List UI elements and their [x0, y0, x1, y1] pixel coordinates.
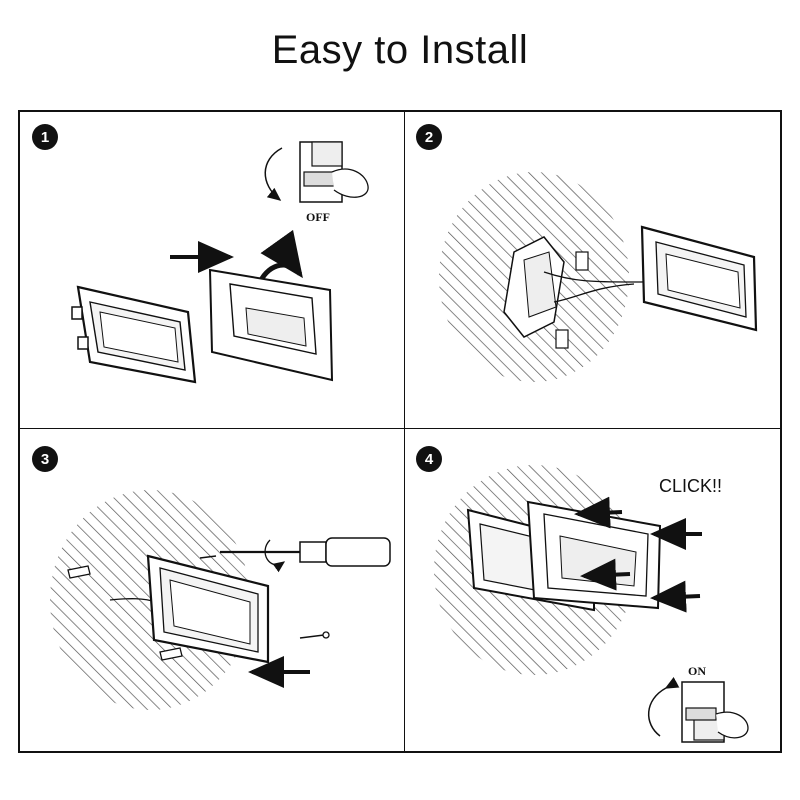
step-2-badge: 2	[416, 124, 442, 150]
fixture-cover-icon	[208, 268, 334, 382]
step-1-panel: 1 OFF	[20, 112, 402, 426]
fixture-base-icon	[640, 225, 758, 332]
wire-nut-icon	[555, 329, 569, 349]
light-switch-off-icon	[264, 141, 369, 203]
screw-icon	[199, 555, 330, 639]
page-title: Easy to Install	[271, 28, 529, 72]
rotate-arrow-icon	[257, 229, 303, 284]
step-2-panel: 2	[404, 112, 780, 426]
switch-on-label: ON	[688, 664, 706, 678]
step-4-panel: 4 CLICK!! ON	[404, 430, 780, 752]
screwdriver-icon	[220, 537, 391, 573]
step-3-illustration	[50, 490, 391, 710]
step-1-illustration	[71, 141, 369, 384]
instruction-grid	[18, 110, 782, 753]
step-2-illustration	[439, 172, 758, 382]
fixture-base-icon	[146, 554, 270, 664]
step-4-badge: 4	[416, 446, 442, 472]
fixture-base-icon	[71, 285, 197, 384]
grid-divider-vertical	[404, 112, 405, 751]
push-arrows-icon	[574, 496, 702, 613]
step-3-badge: 3	[32, 446, 58, 472]
step-4-illustration	[434, 465, 749, 743]
fixture-cover-icon	[526, 500, 662, 610]
step-3-panel: 3	[20, 430, 402, 752]
light-switch-on-icon	[647, 676, 749, 743]
step-1-badge: 1	[32, 124, 58, 150]
wall-anchor-icon	[67, 565, 183, 661]
switch-off-label: OFF	[306, 210, 330, 224]
wire-nut-icon	[575, 251, 589, 271]
click-label: CLICK!!	[659, 476, 723, 496]
junction-box-icon	[503, 236, 565, 338]
grid-divider-horizontal	[20, 428, 780, 429]
